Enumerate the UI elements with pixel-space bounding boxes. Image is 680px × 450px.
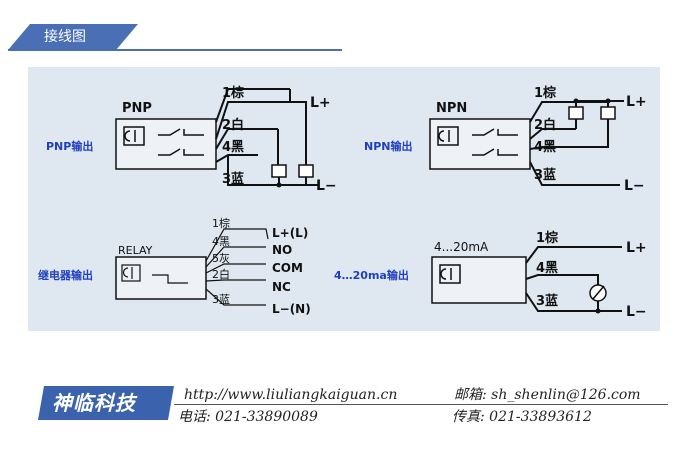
- pnp-terminal-lplus: L+: [310, 95, 331, 111]
- relay-terminal-com: COM: [272, 261, 303, 275]
- relay-sensor-face: [121, 264, 141, 282]
- footer-fax: 传真: 021-33893612: [452, 409, 592, 425]
- relay-terminal-lplus: L+(L): [272, 226, 308, 240]
- analog-sensor-body: [431, 256, 527, 304]
- relay-wire-5: 3蓝: [212, 293, 230, 306]
- brand-logo-bg: [38, 386, 174, 420]
- header-underline: [8, 49, 342, 51]
- npn-terminal-lplus: L+: [626, 94, 647, 110]
- npn-sensor-face: [437, 126, 459, 146]
- pnp-diagram: PNP输出 PNP 1棕 2白 4黑 3蓝 L+: [46, 85, 337, 194]
- pnp-block-label: PNP: [122, 101, 152, 116]
- pnp-load-2: [298, 164, 314, 178]
- npn-wire-4: 3蓝: [534, 167, 556, 183]
- header-tab: [8, 24, 138, 50]
- relay-terminal-lminus: L−(N): [272, 302, 311, 316]
- pnp-wire-3: 4黑: [222, 140, 244, 155]
- analog-block-label: 4...20mA: [434, 240, 489, 254]
- relay-block-label: RELAY: [118, 244, 153, 257]
- pnp-sensor-face: [123, 126, 145, 146]
- npn-switch-icon: [472, 128, 518, 136]
- analog-terminal-lminus: L−: [626, 304, 647, 320]
- pnp-side-label: PNP输出: [46, 139, 93, 153]
- relay-side-label: 继电器输出: [38, 268, 93, 282]
- footer-website[interactable]: http://www.liuliangkaiguan.cn: [184, 387, 398, 403]
- npn-wire-2: 2白: [534, 117, 556, 133]
- analog-terminal-lplus: L+: [626, 240, 647, 256]
- footer-email[interactable]: 邮箱: sh_shenlin@126.com: [454, 387, 641, 403]
- pnp-load-1: [271, 164, 287, 178]
- page-title: 接线图: [44, 29, 86, 45]
- pnp-sensor-body: [115, 118, 217, 170]
- pnp-terminal-lminus: L−: [316, 178, 337, 194]
- npn-diagram: NPN输出 NPN 1棕 2白 4黑 3蓝 L+ L−: [364, 85, 647, 194]
- npn-terminal-lminus: L−: [624, 178, 645, 194]
- relay-terminal-no: NO: [272, 243, 292, 257]
- relay-sensor-body: [115, 256, 207, 300]
- relay-wire-1: 1棕: [212, 216, 230, 230]
- relay-terminal-nc: NC: [272, 280, 291, 294]
- npn-side-label: NPN输出: [364, 139, 412, 153]
- relay-wire-4: 2白: [212, 267, 230, 281]
- pnp-wire-1: 1棕: [222, 85, 244, 101]
- npn-wire-3: 4黑: [534, 140, 556, 155]
- relay-wire-3: 5灰: [212, 251, 230, 265]
- analog-wire-1: 1棕: [536, 230, 558, 246]
- wiring-diagram-panel: PNP输出 PNP 1棕 2白 4黑 3蓝 L+: [28, 67, 660, 331]
- analog-side-label: 4…20ma输出: [334, 268, 409, 282]
- relay-wire-2: 4黑: [212, 235, 230, 248]
- analog-wire-3: 3蓝: [536, 293, 558, 309]
- npn-load-1: [568, 106, 584, 120]
- relay-diagram: 继电器输出 RELAY 1棕 4黑 5灰 2白 3蓝 L+(L) NO COM: [38, 216, 311, 316]
- npn-wire-1: 1棕: [534, 85, 556, 101]
- footer-divider: [174, 404, 668, 405]
- pnp-switch-icon: [158, 128, 204, 136]
- analog-diagram: 4…20ma输出 4...20mA 1棕 4黑 3蓝 L+ L−: [334, 230, 647, 320]
- analog-sensor-face: [439, 264, 461, 284]
- footer-phone: 电话: 021-33890089: [178, 409, 318, 425]
- pnp-wire-2: 2白: [222, 117, 244, 133]
- npn-block-label: NPN: [436, 101, 467, 116]
- npn-load-2: [600, 106, 616, 120]
- analog-wire-2: 4黑: [536, 261, 558, 276]
- brand-name: 神临科技: [52, 391, 136, 415]
